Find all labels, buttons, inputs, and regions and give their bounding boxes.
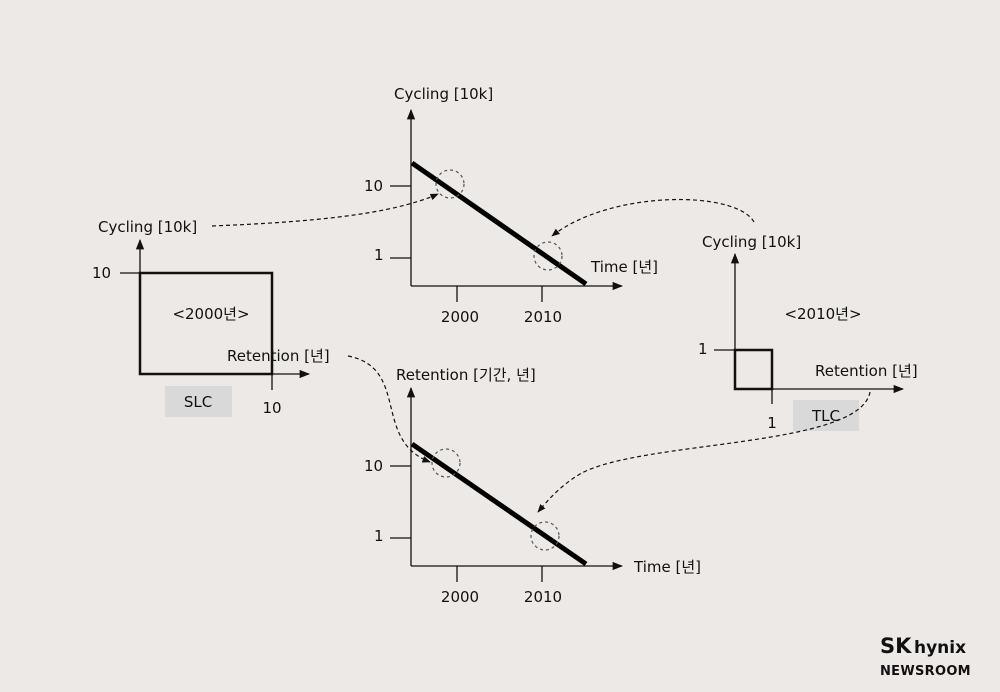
right-y-tick-label: 1 [698, 340, 708, 358]
right-operating-box [733, 348, 774, 391]
top-y-tick-label-1: 1 [374, 246, 384, 264]
brand-logo: SK hynix NEWSROOM [880, 634, 971, 679]
slc-badge-label: SLC [184, 393, 212, 411]
connector-right-to-top [551, 198, 755, 237]
logo-hynix: hynix [914, 638, 966, 658]
bottom-chart: Retention [기간, 년] 10 1 Time [년] 2000 201… [364, 366, 701, 606]
logo-newsroom: NEWSROOM [880, 664, 971, 679]
top-x-axis-label: Time [년] [590, 258, 658, 276]
logo-sk: SK [880, 634, 912, 658]
bottom-highlight-circle-2000 [431, 448, 461, 478]
right-y-axis-label: Cycling [10k] [702, 233, 801, 251]
connector-left-to-top [211, 193, 439, 227]
bottom-x-axis-label: Time [년] [633, 558, 701, 576]
bottom-y-tick-label-1: 1 [374, 527, 384, 545]
connector-right-to-bottom [537, 391, 871, 513]
bottom-trend-line [410, 441, 588, 567]
right-panel: Cycling [10k] <2010년> 1 Retention [년] 1 … [698, 233, 918, 432]
left-y-axis-label: Cycling [10k] [98, 218, 197, 236]
bottom-y-axis-label: Retention [기간, 년] [396, 366, 536, 384]
left-box-label: <2000년> [172, 305, 249, 323]
tlc-badge-label: TLC [811, 407, 840, 425]
left-x-axis-label: Retention [년] [227, 347, 330, 365]
slc-badge [165, 386, 232, 417]
top-y-tick-label-10: 10 [364, 177, 383, 195]
top-chart: Cycling [10k] 10 1 Time [년] 2000 2010 [364, 85, 658, 326]
top-y-axis-label: Cycling [10k] [394, 85, 493, 103]
right-x-tick-label: 1 [767, 414, 777, 432]
left-panel: Cycling [10k] 10 <2000년> Retention [년] 1… [92, 218, 330, 417]
top-highlight-circle-2010 [533, 241, 563, 271]
top-highlight-circle-2000 [435, 169, 465, 199]
top-x-tick-label-2010: 2010 [524, 308, 562, 326]
top-trend-line [410, 160, 588, 287]
left-y-tick-label: 10 [92, 264, 111, 282]
bottom-x-tick-label-2000: 2000 [441, 588, 479, 606]
right-x-axis-label: Retention [년] [815, 362, 918, 380]
bottom-x-tick-label-2010: 2010 [524, 588, 562, 606]
top-x-tick-label-2000: 2000 [441, 308, 479, 326]
connector-left-to-bottom [347, 355, 431, 463]
bottom-y-tick-label-10: 10 [364, 457, 383, 475]
connectors [211, 193, 871, 513]
left-x-tick-label: 10 [262, 399, 281, 417]
tlc-badge [793, 400, 859, 431]
bottom-highlight-circle-2010 [530, 521, 560, 551]
left-operating-box [138, 271, 274, 376]
right-box-label: <2010년> [784, 305, 861, 323]
